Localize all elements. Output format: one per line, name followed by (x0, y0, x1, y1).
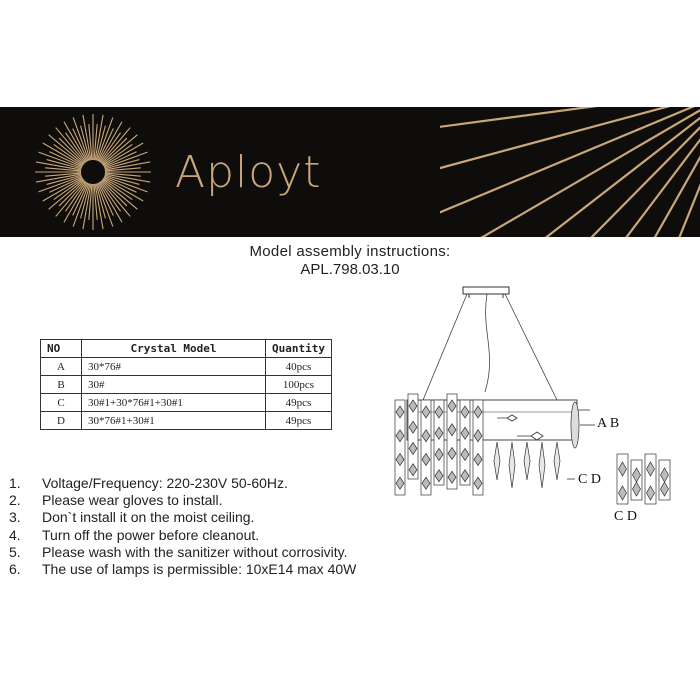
corner-rays-icon (440, 107, 700, 237)
chandelier-frame (406, 399, 578, 441)
suspension-cable (422, 293, 468, 401)
cell-model: 30*76# (81, 357, 266, 376)
table-row: B 30# 100pcs (40, 375, 332, 394)
cell-model: 30*76#1+30#1 (81, 411, 266, 430)
table-row: D 30*76#1+30#1 49pcs (40, 411, 332, 430)
note-text: The use of lamps is permissible: 10xE14 … (42, 561, 357, 578)
note-text: Turn off the power before cleanout. (42, 526, 260, 543)
note-text: Please wash with the sanitizer without c… (42, 543, 348, 560)
sunburst-logo-icon (35, 114, 151, 230)
crystal-parts-table: NO Crystal Model Quantity A 30*76# 40pcs… (40, 339, 332, 430)
cell-model: 30# (81, 375, 266, 394)
cell-no: C (40, 393, 82, 412)
power-cord (484, 293, 490, 393)
suspension-cable (504, 293, 558, 401)
note-number: 6. (9, 561, 21, 578)
instructions-title: Model assembly instructions: (249, 243, 451, 260)
column-header-model: Crystal Model (81, 339, 266, 358)
cell-quantity: 49pcs (265, 411, 332, 430)
table-header-row: NO Crystal Model Quantity (40, 339, 332, 358)
note-number: 4. (9, 526, 21, 543)
note-number: 3. (9, 509, 21, 526)
note-text: Voltage/Frequency: 220-230V 50-60Hz. (42, 475, 288, 491)
label-a-b: A B (597, 416, 620, 431)
crystal-a-b-side (570, 401, 580, 449)
bulb-icon (517, 431, 544, 441)
cell-no: A (40, 357, 82, 376)
note-text: Don`t install it on the moist ceiling. (42, 509, 255, 526)
cell-quantity: 100pcs (265, 375, 332, 394)
model-number: APL.798.03.10 (300, 261, 400, 278)
list-item: 4. Turn off the power before cleanout. (9, 527, 356, 544)
cell-quantity: 49pcs (265, 393, 332, 412)
column-header-quantity: Quantity (265, 339, 332, 358)
list-item: 1. Voltage/Frequency: 220-230V 50-60Hz. (9, 475, 356, 492)
brand-banner: Aployt (0, 107, 700, 237)
table-row: C 30#1+30*76#1+30#1 49pcs (40, 393, 332, 412)
note-number: 1. (9, 475, 21, 491)
chandelier-assembly-diagram (394, 286, 671, 505)
label-c-d-detail: C D (614, 509, 637, 524)
ceiling-canopy (462, 286, 510, 295)
cell-model: 30#1+30*76#1+30#1 (81, 393, 266, 412)
list-item: 6. The use of lamps is permissible: 10xE1… (9, 561, 356, 578)
table-row: A 30*76# 40pcs (40, 357, 332, 376)
list-item: 5. Please wash with the sanitizer without… (9, 544, 356, 561)
note-number: 5. (9, 543, 21, 560)
cell-quantity: 40pcs (265, 357, 332, 376)
cell-no: D (40, 411, 82, 430)
list-item: 3. Don`t install it on the moist ceiling. (9, 509, 356, 526)
brand-name: Aployt (175, 147, 322, 198)
cell-no: B (40, 375, 82, 394)
column-header-no: NO (40, 339, 82, 358)
safety-notes-list: 1. Voltage/Frequency: 220-230V 50-60Hz. 2… (9, 475, 356, 578)
label-c-d: C D (578, 472, 601, 487)
note-text: Please wear gloves to install. (42, 492, 223, 509)
note-number: 2. (9, 492, 21, 509)
list-item: 2. Please wear gloves to install. (9, 492, 356, 509)
bulb-icon (497, 414, 518, 422)
